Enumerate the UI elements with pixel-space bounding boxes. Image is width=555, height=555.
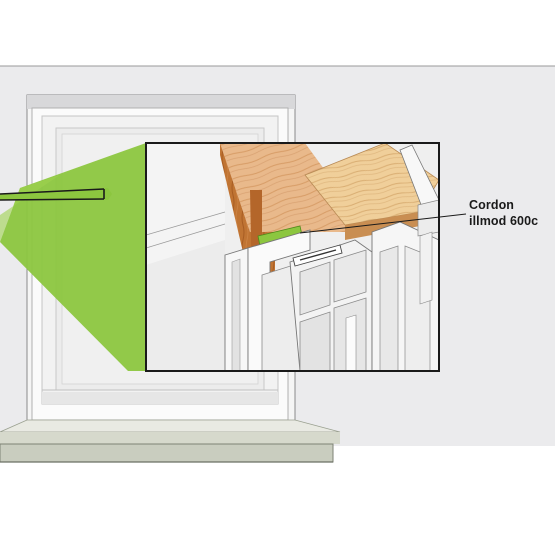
- window-sill: [0, 419, 341, 463]
- arrow-pointer: [0, 188, 112, 201]
- callout-label: Cordon illmod 600c: [469, 197, 553, 229]
- callout-line-2: illmod 600c: [469, 214, 539, 228]
- callout-line-1: Cordon: [469, 198, 515, 212]
- callout-leader: [299, 213, 467, 234]
- detail-zoom-box: [145, 142, 440, 372]
